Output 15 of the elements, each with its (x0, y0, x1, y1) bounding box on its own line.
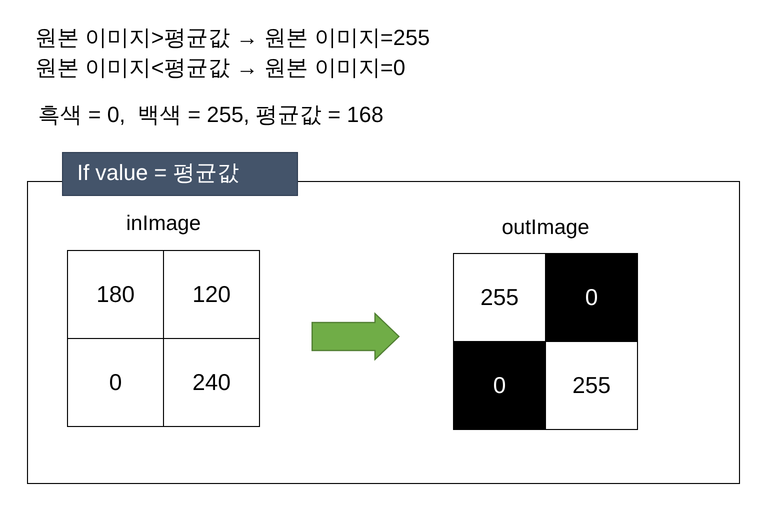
pixel-cell: 255 (453, 253, 546, 342)
grid-title: inImage (125, 211, 202, 237)
title-tab: If value = 평균값 (62, 152, 298, 196)
grid-title: outImage (500, 215, 590, 241)
pixel-cell: 0 (545, 253, 638, 342)
note-text: 흑색 = 0, 백색 = 255, 평균값 = 168 (38, 102, 384, 128)
pixel-cell: 0 (67, 338, 164, 427)
pixel-cell: 255 (545, 341, 638, 430)
note-text: 원본 이미지<평균값 → 원본 이미지=0 (35, 55, 406, 81)
pixel-cell: 120 (163, 250, 260, 339)
block-arrow (312, 312, 400, 361)
note-text: 원본 이미지>평균값 → 원본 이미지=255 (35, 25, 430, 51)
pixel-cell: 180 (67, 250, 164, 339)
pixel-cell: 0 (453, 341, 546, 430)
pixel-cell: 240 (163, 338, 260, 427)
